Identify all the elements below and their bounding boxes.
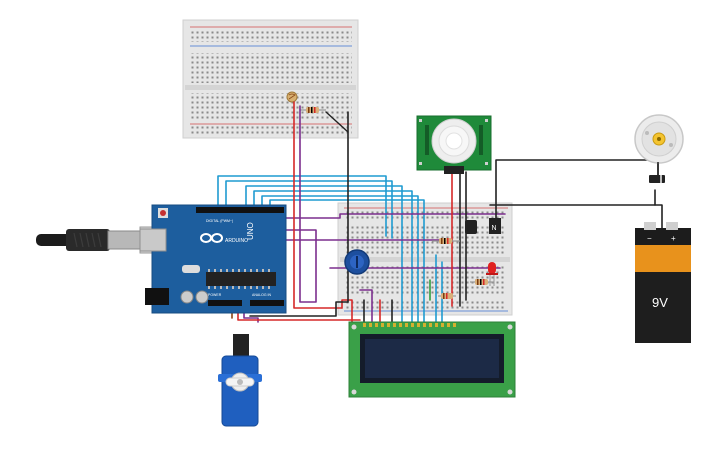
servo — [218, 334, 262, 427]
red-led — [486, 262, 498, 286]
digital-header-label: DIGITAL (PWM~) — [206, 219, 233, 223]
analog-header-label: ANALOG IN — [252, 293, 272, 297]
transistor: N — [465, 218, 501, 234]
arduino-model-text: UNO — [246, 222, 255, 240]
resistor-main-3 — [438, 293, 456, 299]
transistor-label: N — [492, 225, 497, 232]
dc-motor — [634, 114, 684, 175]
battery-plus-label: + — [671, 234, 676, 243]
arduino-logo-icon — [200, 233, 223, 243]
lcd-16x2 — [348, 321, 516, 398]
diode — [649, 175, 665, 183]
arduino-uno: ARDUINO UNO DIGITAL (PWM~) POWER ANALOG … — [139, 204, 287, 314]
battery-voltage-label: 9V — [652, 295, 668, 310]
9v-battery: − + 9V — [635, 222, 691, 343]
resistor-main-1 — [432, 238, 460, 244]
photoresistor — [286, 91, 298, 103]
resistor-top — [300, 107, 326, 113]
lcd-pins — [363, 323, 456, 327]
arduino-brand-text: ARDUINO — [225, 238, 248, 244]
breadboard-top — [182, 19, 359, 139]
pir-sensor — [416, 115, 492, 174]
power-header-label: POWER — [208, 293, 222, 297]
battery-minus-label: − — [647, 234, 652, 243]
potentiometer — [344, 249, 370, 275]
